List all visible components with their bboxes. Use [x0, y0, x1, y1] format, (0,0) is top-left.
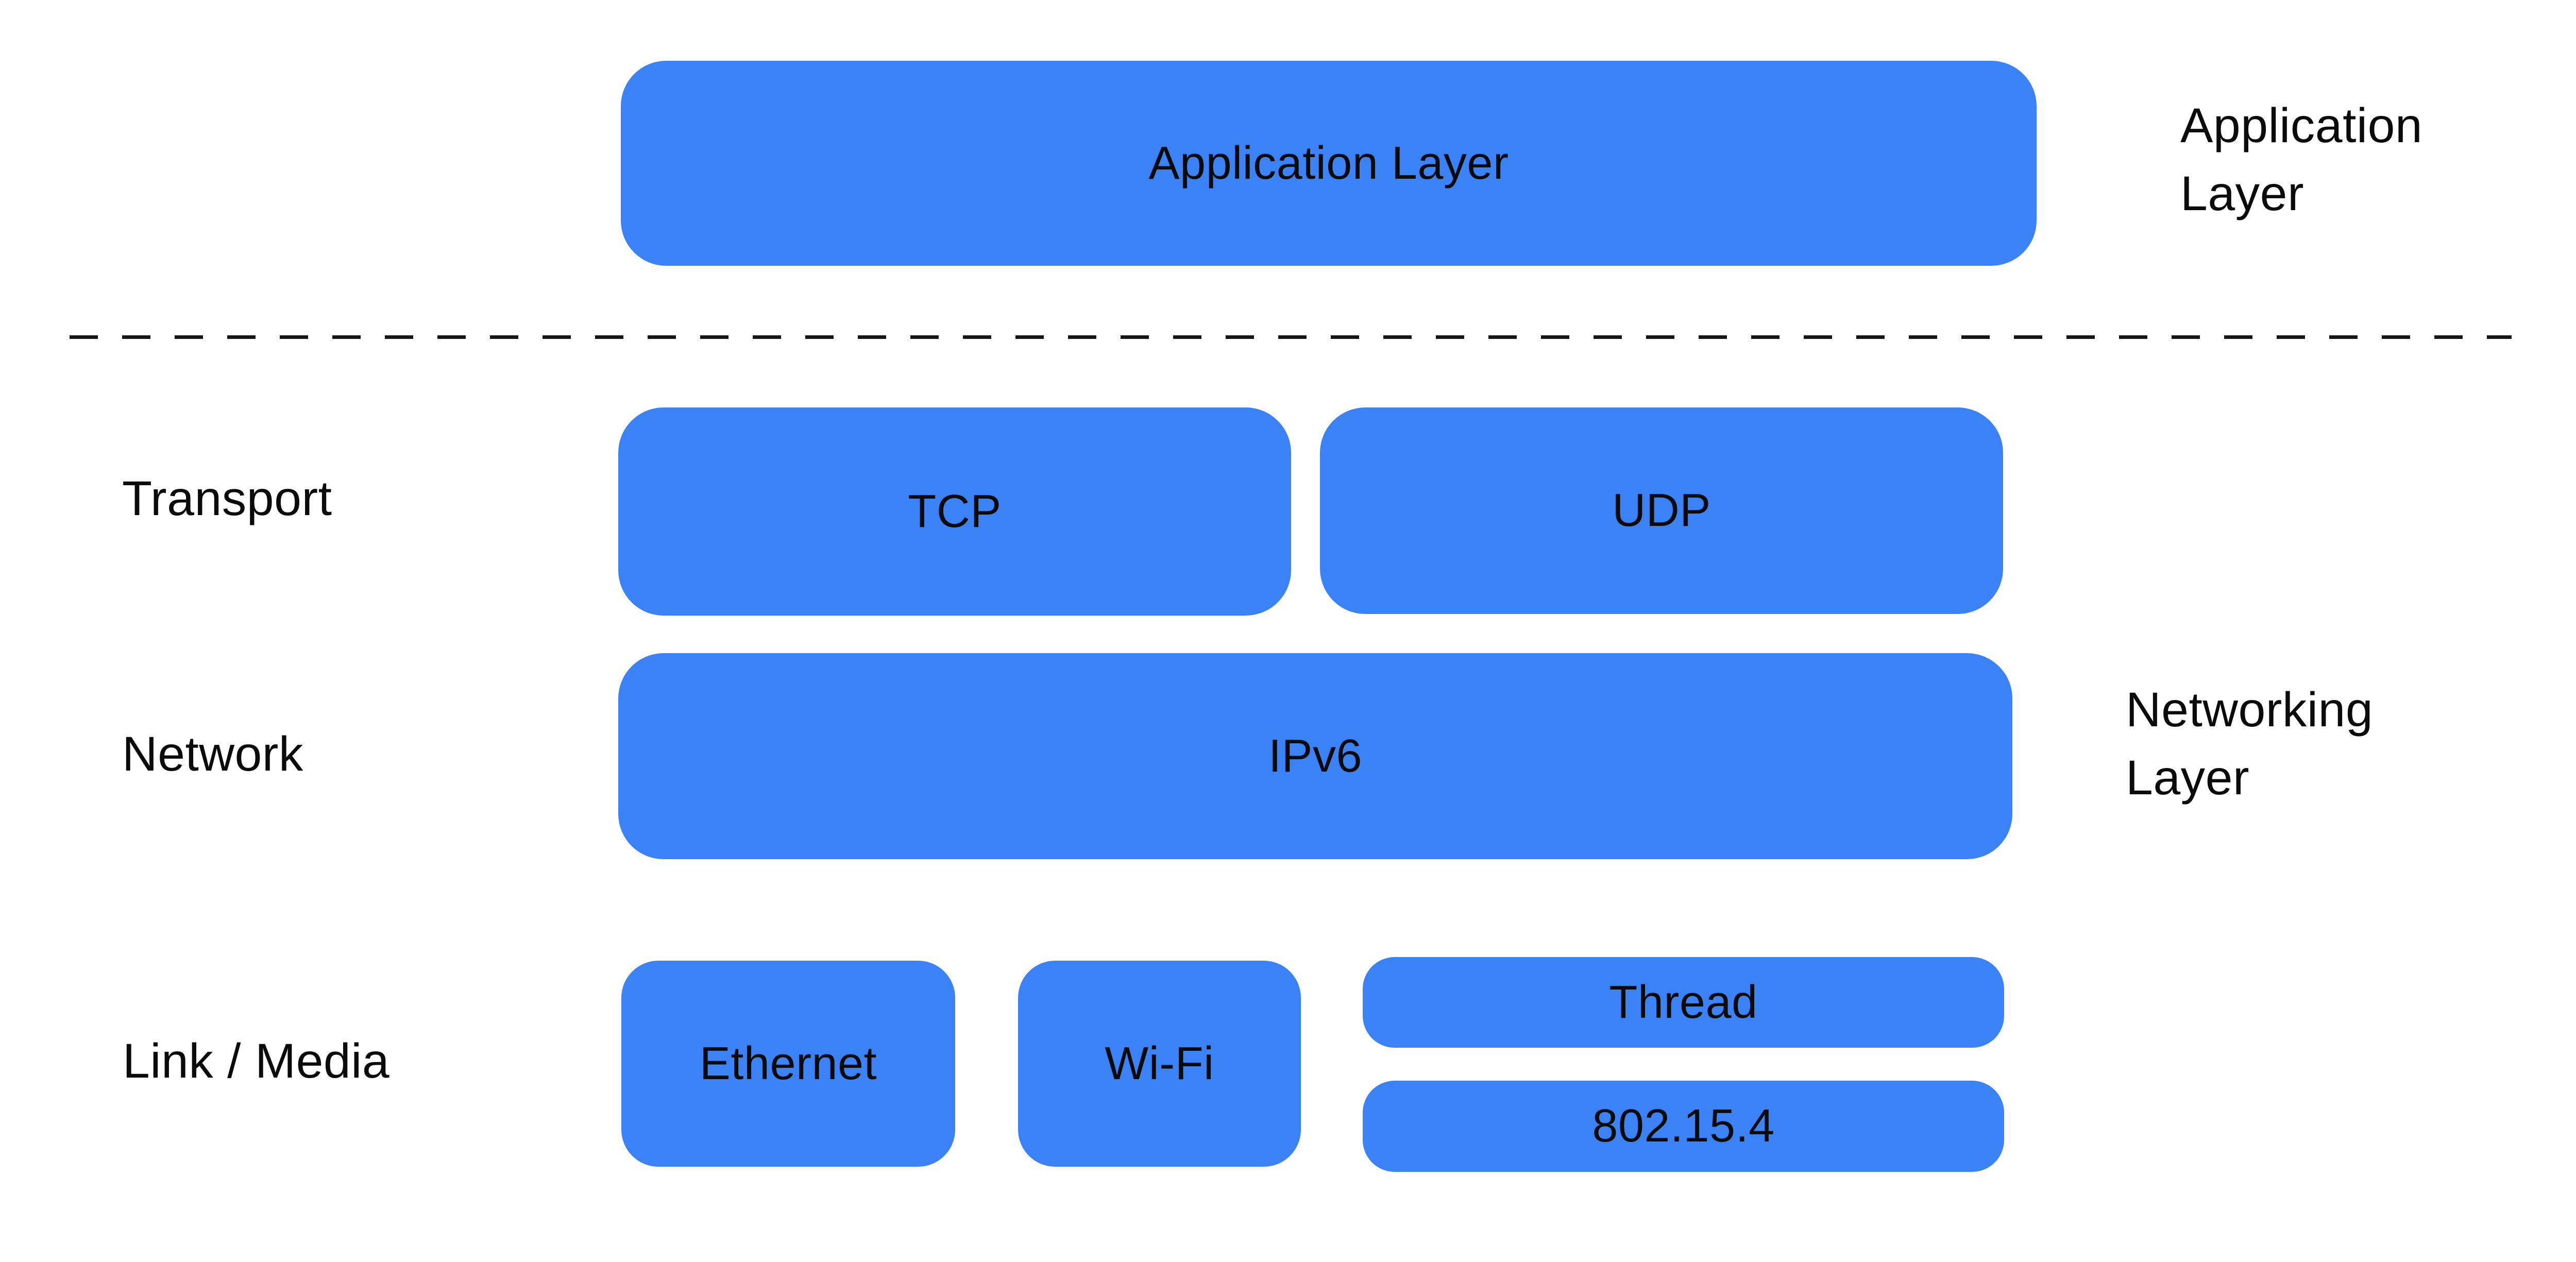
802-15-4-box-label: 802.15.4 — [1592, 1100, 1775, 1152]
application-layer-box-label: Application Layer — [1148, 137, 1509, 189]
application-layer-side-label: Application Layer — [2180, 98, 2423, 221]
tcp-box: TCP — [618, 407, 1291, 616]
ethernet-box: Ethernet — [621, 961, 955, 1167]
ipv6-box-label: IPv6 — [1268, 730, 1363, 782]
wifi-box: Wi-Fi — [1018, 961, 1301, 1167]
ethernet-box-label: Ethernet — [699, 1037, 877, 1089]
tcp-box-label: TCP — [908, 485, 1002, 537]
thread-box-label: Thread — [1609, 976, 1758, 1028]
transport-row-label: Transport — [122, 471, 332, 526]
layer-divider-dashed-line — [70, 335, 2512, 339]
802-15-4-box: 802.15.4 — [1363, 1081, 2004, 1172]
udp-box-label: UDP — [1612, 485, 1711, 536]
network-row-label: Network — [122, 727, 303, 781]
wifi-box-label: Wi-Fi — [1105, 1037, 1214, 1089]
link-media-row-label: Link / Media — [123, 1034, 390, 1088]
udp-box: UDP — [1320, 407, 2003, 614]
networking-layer-side-label: Networking Layer — [2126, 683, 2374, 805]
ipv6-box: IPv6 — [618, 653, 2012, 859]
thread-box: Thread — [1363, 957, 2004, 1048]
application-layer-box: Application Layer — [621, 61, 2037, 266]
